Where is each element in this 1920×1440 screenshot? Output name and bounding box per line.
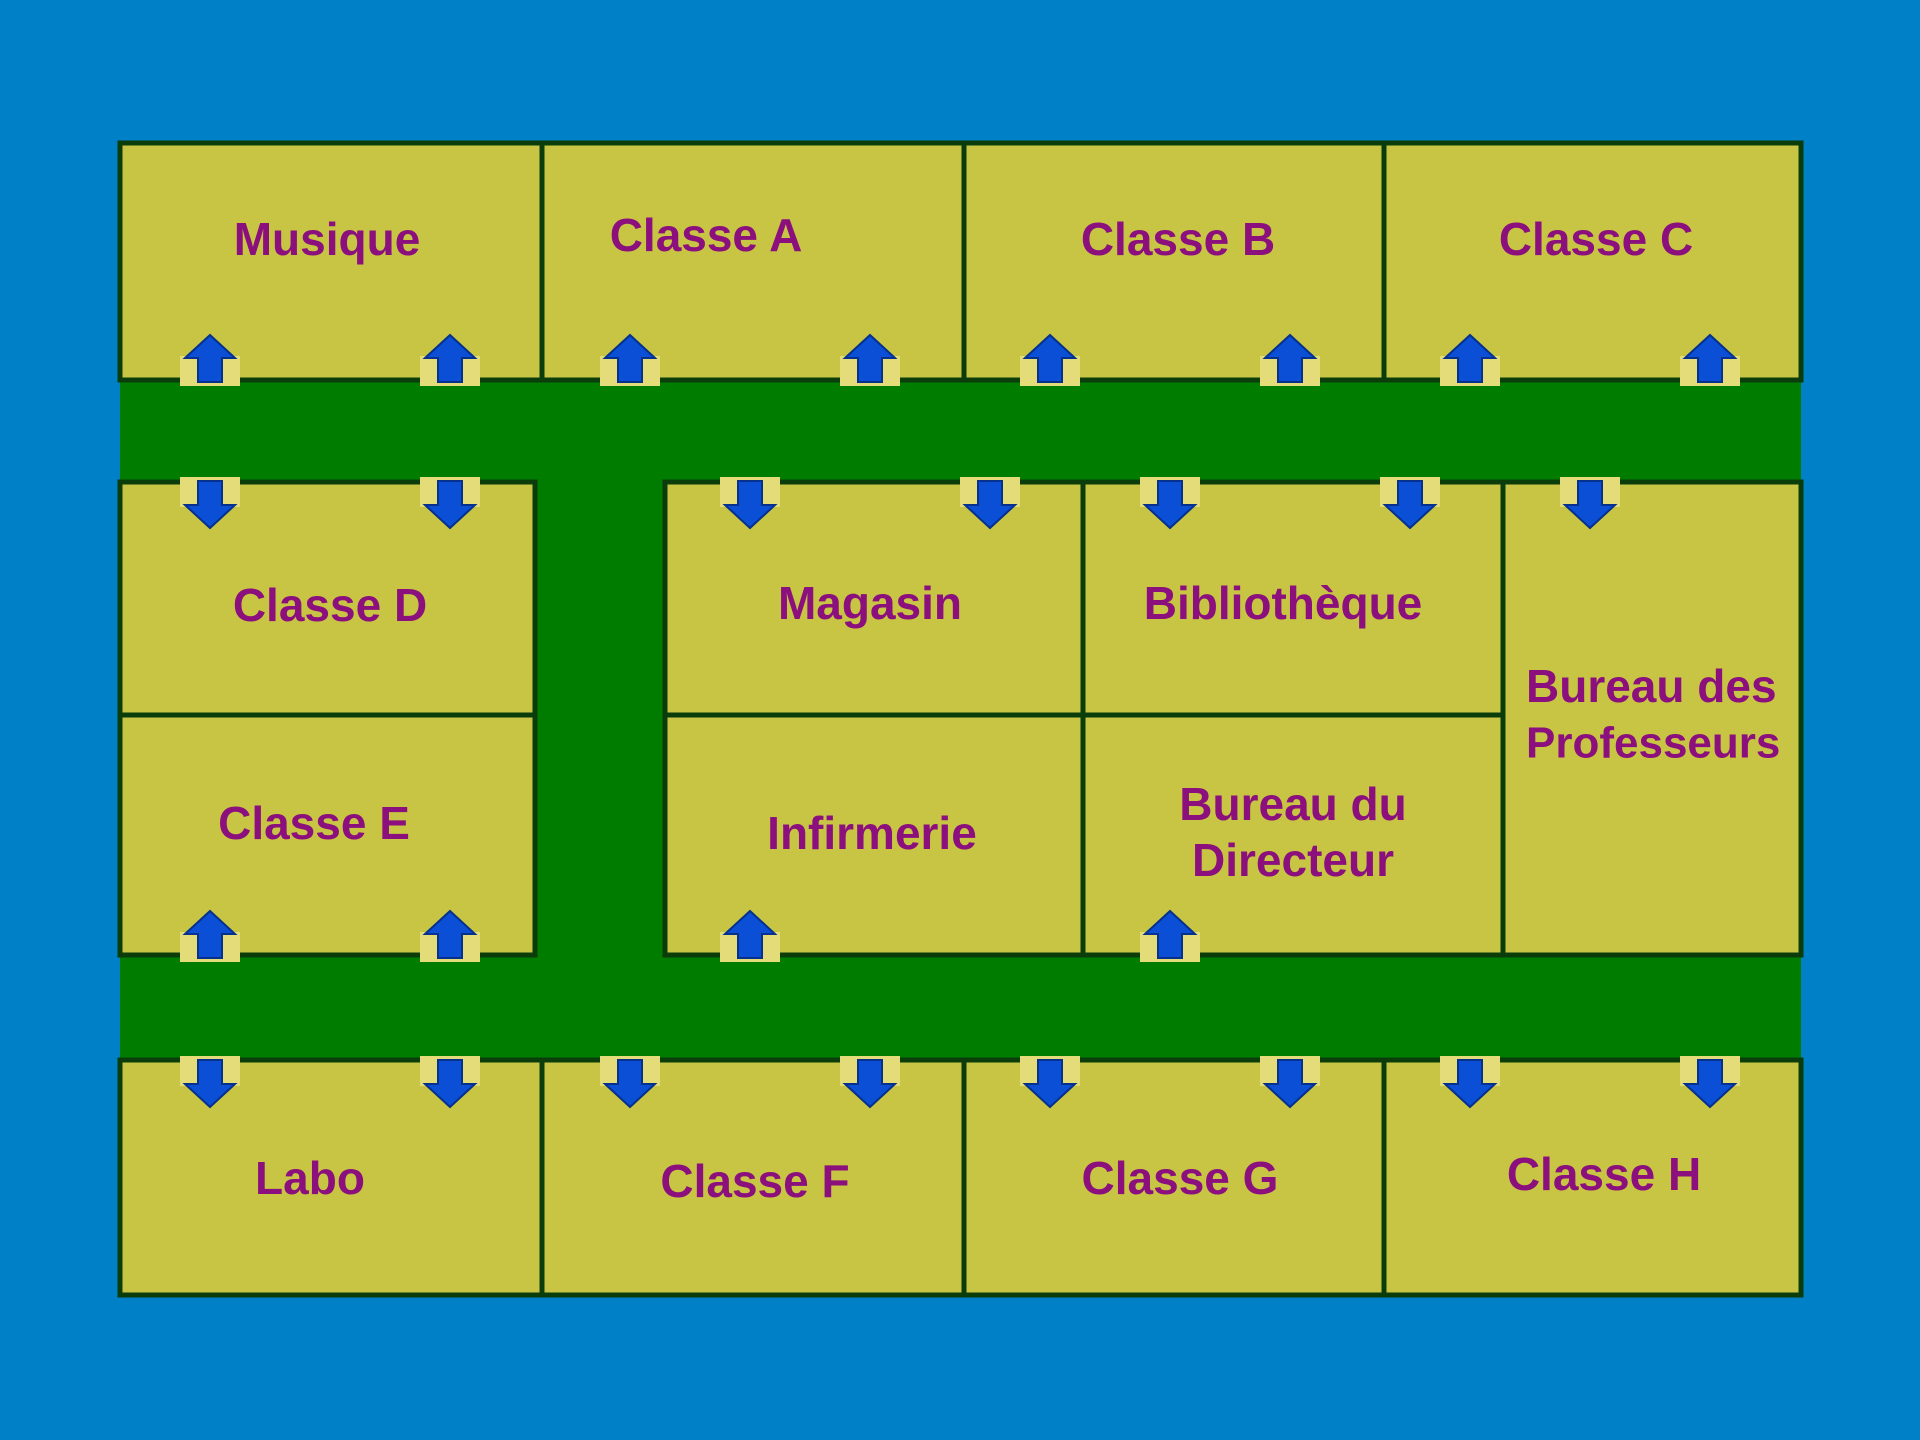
room-musique[interactable] bbox=[117, 140, 545, 383]
label-labo: Labo bbox=[255, 1152, 365, 1204]
room-bureau-des-professeurs[interactable] bbox=[1500, 479, 1804, 958]
lower-corridor bbox=[120, 955, 1801, 1060]
room-labo[interactable] bbox=[117, 1057, 545, 1298]
label-classe-f: Classe F bbox=[660, 1155, 849, 1207]
label-bureau-du-directeur-line2: Directeur bbox=[1192, 834, 1394, 886]
label-bibliotheque: Bibliothèque bbox=[1144, 577, 1423, 629]
room-classe-b[interactable] bbox=[961, 140, 1387, 383]
label-classe-c: Classe C bbox=[1499, 213, 1693, 265]
label-classe-g: Classe G bbox=[1082, 1152, 1279, 1204]
upper-corridor bbox=[120, 380, 1801, 482]
label-classe-e: Classe E bbox=[218, 797, 410, 849]
label-bureau-des-professeurs-line1: Bureau des bbox=[1526, 660, 1777, 712]
label-magasin: Magasin bbox=[778, 577, 962, 629]
room-bibliotheque[interactable] bbox=[1080, 479, 1506, 718]
label-classe-h: Classe H bbox=[1507, 1148, 1701, 1200]
label-bureau-du-directeur-line1: Bureau du bbox=[1179, 778, 1406, 830]
label-classe-b: Classe B bbox=[1081, 213, 1275, 265]
room-bureau-du-directeur[interactable] bbox=[1080, 712, 1506, 958]
room-classe-c[interactable] bbox=[1381, 140, 1804, 383]
room-classe-h[interactable] bbox=[1381, 1057, 1804, 1298]
room-classe-e[interactable] bbox=[117, 712, 538, 958]
room-classe-g[interactable] bbox=[961, 1057, 1387, 1298]
room-classe-a[interactable] bbox=[539, 140, 967, 383]
label-classe-a: Classe A bbox=[610, 209, 803, 261]
label-classe-d: Classe D bbox=[233, 579, 427, 631]
room-classe-f[interactable] bbox=[539, 1057, 967, 1298]
label-infirmerie: Infirmerie bbox=[767, 807, 977, 859]
label-musique: Musique bbox=[234, 213, 421, 265]
vertical-corridor bbox=[537, 470, 663, 970]
label-bureau-des-professeurs-line2: Professeurs bbox=[1526, 719, 1780, 768]
